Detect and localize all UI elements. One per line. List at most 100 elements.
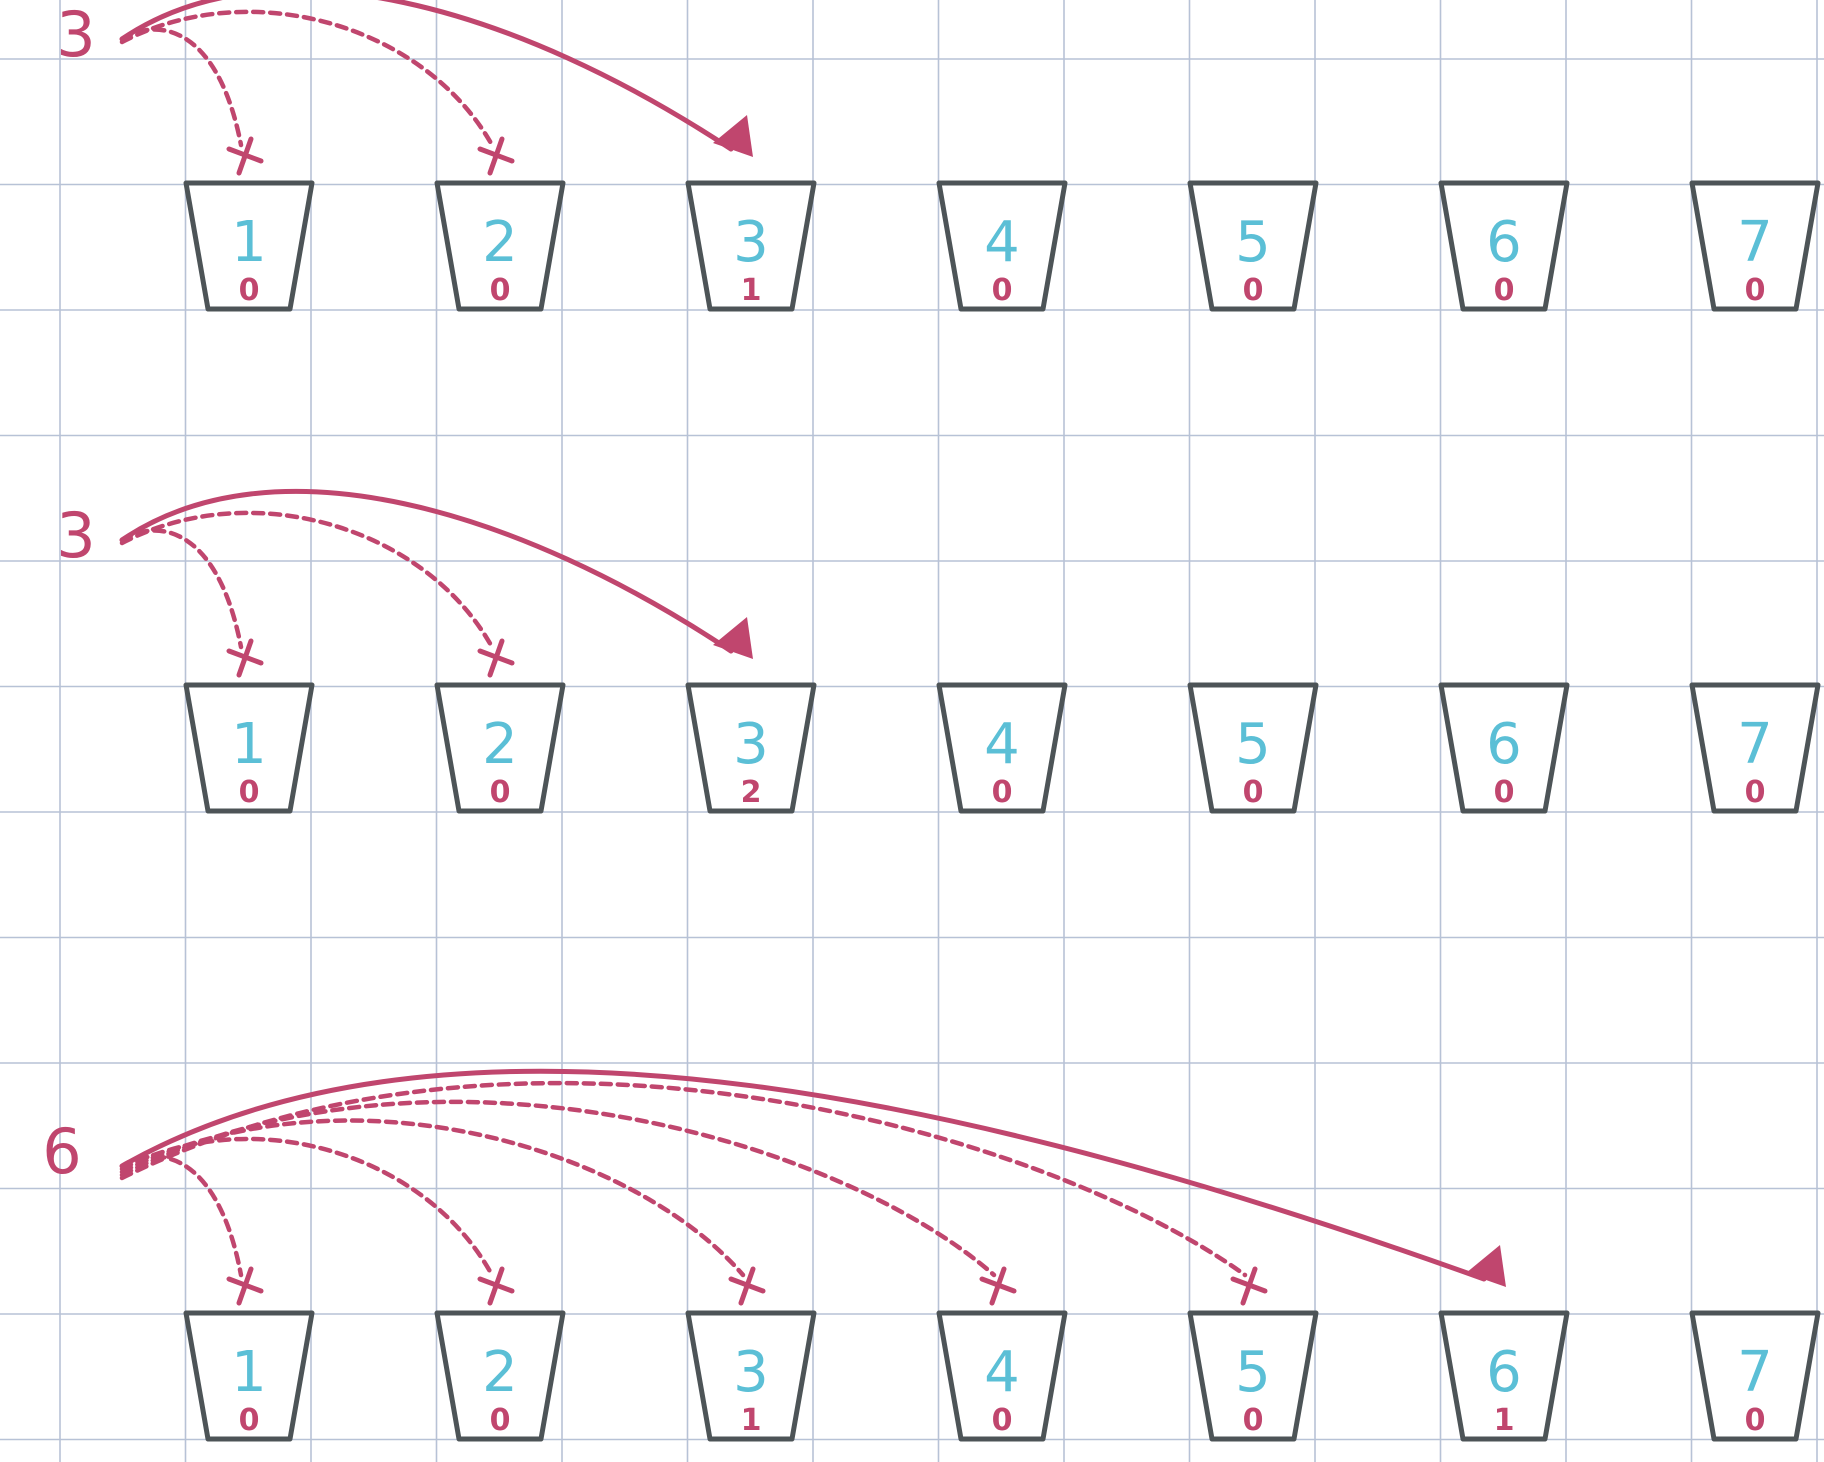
- reject-mark: [487, 1266, 505, 1306]
- bucket: 50: [1187, 682, 1319, 814]
- bucket-label: 1: [231, 1340, 267, 1405]
- reject-mark: [989, 1266, 1007, 1306]
- bucket: 40: [936, 1310, 1068, 1442]
- bucket: 60: [1438, 180, 1570, 312]
- item-number: 3: [56, 0, 95, 71]
- bucket-label: 6: [1486, 1340, 1522, 1405]
- bucket-outline: [434, 682, 566, 814]
- bucket-label: 2: [482, 1340, 518, 1405]
- bucket-label: 3: [733, 1340, 769, 1405]
- rejected-probe-arrow: [119, 1154, 244, 1278]
- bucket-outline: [434, 1310, 566, 1442]
- bucket-outline: [1187, 1310, 1319, 1442]
- bucket-count: 0: [1745, 775, 1766, 810]
- bucket-label: 5: [1235, 1340, 1271, 1405]
- reject-mark: [487, 638, 505, 678]
- bucket-outline: [183, 682, 315, 814]
- bucket-count: 0: [1243, 775, 1264, 810]
- bucket-label: 5: [1235, 712, 1271, 777]
- bucket: 70: [1689, 682, 1821, 814]
- placement-arrow: [119, 0, 734, 152]
- rejected-probe-arrow: [119, 528, 244, 650]
- rejected-probe-arrow: [119, 1099, 997, 1278]
- bucket: 10: [183, 180, 315, 312]
- bucket-label: 2: [482, 210, 518, 275]
- placement-arrow: [119, 488, 734, 654]
- bucket-count: 0: [1243, 273, 1264, 308]
- reject-mark: [236, 136, 254, 176]
- bucket-outline: [685, 1310, 817, 1442]
- bucket-label: 4: [984, 712, 1020, 777]
- rejected-probe-arrow: [119, 510, 495, 650]
- bucket: 40: [936, 682, 1068, 814]
- bucket-outline: [434, 180, 566, 312]
- bucket-outline: [1187, 180, 1319, 312]
- bucket: 31: [685, 1310, 817, 1442]
- bucket-outline: [1187, 682, 1319, 814]
- bucket-count: 0: [239, 1403, 260, 1438]
- bucket-count: 1: [741, 1403, 762, 1438]
- bucket-count: 0: [490, 273, 511, 308]
- bucket-outline: [936, 682, 1068, 814]
- rejected-probe-arrow: [119, 9, 495, 148]
- bucket-count: 0: [1494, 775, 1515, 810]
- bucket: 40: [936, 180, 1068, 312]
- bucket-count: 0: [992, 1403, 1013, 1438]
- bucket-outline: [936, 1310, 1068, 1442]
- bucket-outline: [1438, 682, 1570, 814]
- diagram-rows: 1020314050607031020324050607031020314050…: [42, 0, 1821, 1442]
- bucket-count: 0: [490, 1403, 511, 1438]
- reject-mark: [236, 638, 254, 678]
- placement-arrow: [119, 1068, 1487, 1282]
- bucket-label: 4: [984, 210, 1020, 275]
- bucket-label: 2: [482, 712, 518, 777]
- bucket: 50: [1187, 180, 1319, 312]
- bucket-count: 0: [1745, 273, 1766, 308]
- bucket-outline: [1438, 1310, 1570, 1442]
- bucket-label: 7: [1737, 1340, 1773, 1405]
- bucket-outline: [685, 180, 817, 312]
- bucket: 20: [434, 682, 566, 814]
- bucket-outline: [936, 180, 1068, 312]
- arrowhead: [1466, 1245, 1506, 1287]
- bucket: 70: [1689, 180, 1821, 312]
- bucket-label: 7: [1737, 712, 1773, 777]
- bucket-count: 0: [1494, 273, 1515, 308]
- bucket-outline: [685, 682, 817, 814]
- bucket-count: 1: [1494, 1403, 1515, 1438]
- item-number: 3: [56, 499, 95, 572]
- bucket-count: 2: [741, 775, 762, 810]
- bucket-outline: [1438, 180, 1570, 312]
- bucket: 60: [1438, 682, 1570, 814]
- rejected-probe-arrow: [119, 27, 244, 148]
- bucket: 61: [1438, 1310, 1570, 1442]
- bucket-label: 4: [984, 1340, 1020, 1405]
- bucket-label: 6: [1486, 210, 1522, 275]
- bucket: 70: [1689, 1310, 1821, 1442]
- bucket-outline: [183, 1310, 315, 1442]
- bucket-outline: [1689, 1310, 1821, 1442]
- bucket: 10: [183, 682, 315, 814]
- bucket-outline: [1689, 180, 1821, 312]
- bucket-count: 0: [239, 273, 260, 308]
- arrowhead: [713, 617, 753, 659]
- reject-mark: [738, 1266, 756, 1306]
- bucket-count: 1: [741, 273, 762, 308]
- bucket-label: 6: [1486, 712, 1522, 777]
- bucket-count: 0: [1745, 1403, 1766, 1438]
- item-number: 6: [42, 1115, 81, 1188]
- bucket: 20: [434, 180, 566, 312]
- reject-mark: [1240, 1266, 1258, 1306]
- reject-mark: [236, 1266, 254, 1306]
- arrowhead: [713, 115, 753, 157]
- bucket-outline: [1689, 682, 1821, 814]
- bucket: 32: [685, 682, 817, 814]
- bucket-count: 0: [490, 775, 511, 810]
- bucket-label: 7: [1737, 210, 1773, 275]
- bucket: 50: [1187, 1310, 1319, 1442]
- bucket-count: 0: [239, 775, 260, 810]
- bucket-count: 0: [1243, 1403, 1264, 1438]
